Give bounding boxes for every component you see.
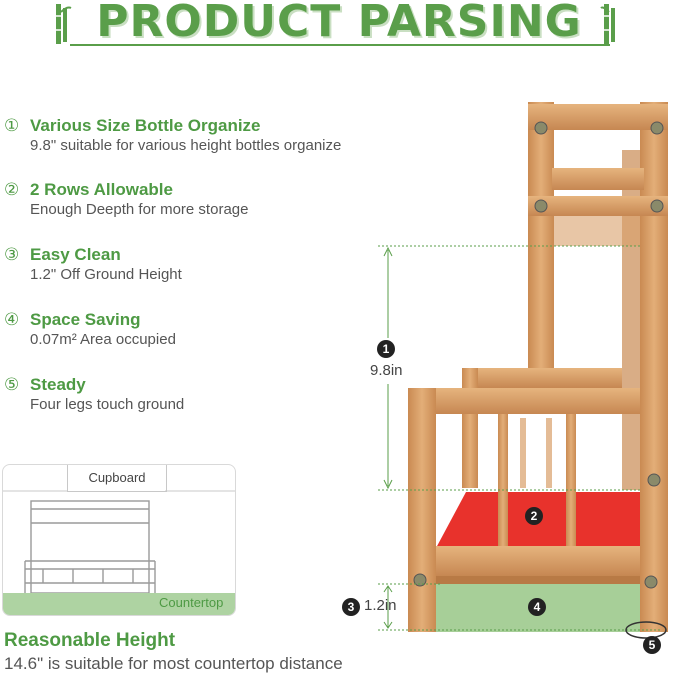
feature-desc: 0.07m² Area occupied [30,331,176,348]
dimension-marker-5: 5 [643,636,661,654]
countertop-strip [3,593,235,615]
feature-number: ③ [4,245,20,264]
feature-title: Space Saving [30,310,141,329]
feature-4: ④ Space Saving 0.07m² Area occupied [4,310,384,350]
feature-title: Steady [30,375,86,394]
reasonable-height-desc: 14.6" is suitable for most countertop di… [4,654,343,673]
bamboo-icon-right [600,4,615,44]
feature-5: ⑤ Steady Four legs touch ground [4,375,384,415]
feature-number: ⑤ [4,375,20,394]
rack-back-post-right [640,102,668,632]
feature-3: ③ Easy Clean 1.2" Off Ground Height [4,245,384,285]
rack-top-rail [528,104,668,130]
rack-front-top-rail [408,388,640,414]
page-title: PRODUCT PARSING [96,0,582,47]
cupboard-label: Cupboard [88,470,146,485]
dimension-marker-1: 1 [377,340,395,358]
feature-desc: Four legs touch ground [30,396,185,413]
bamboo-icon-left [55,4,72,44]
feature-number: ① [4,116,20,135]
dimension-value-1: 9.8in [370,362,403,379]
feature-title: 2 Rows Allowable [30,180,173,199]
rack-bottom-rail [436,546,640,576]
feature-title: Various Size Bottle Organize [30,116,261,135]
dimension-value-3: 1.2in [364,597,397,614]
feature-desc: 9.8" suitable for various height bottles… [30,137,342,154]
rack-back-post-left [528,102,554,392]
feature-number: ④ [4,310,20,329]
cupboard-diagram: Cupboard Countertop [2,464,236,616]
dimension-marker-3: 3 [342,598,360,616]
title-underline [70,44,610,46]
reasonable-height-title: Reasonable Height [4,630,176,651]
feature-2: ② 2 Rows Allowable Enough Deepth for more… [4,180,384,220]
feature-desc: 1.2" Off Ground Height [30,266,182,283]
dimension-marker-2: 2 [525,507,543,525]
feature-1: ① Various Size Bottle Organize 9.8" suita… [4,116,384,156]
feature-number: ② [4,180,20,199]
bamboo-rack-illustration [378,102,668,639]
dimension-marker-4: 4 [528,598,546,616]
title-banner: PRODUCT PARSING [0,0,679,52]
feature-title: Easy Clean [30,245,121,264]
countertop-label: Countertop [159,595,224,610]
feature-desc: Enough Deepth for more storage [30,201,249,218]
cupboard-label-box: Cupboard [67,465,167,492]
rack-front-post-left [408,388,436,632]
